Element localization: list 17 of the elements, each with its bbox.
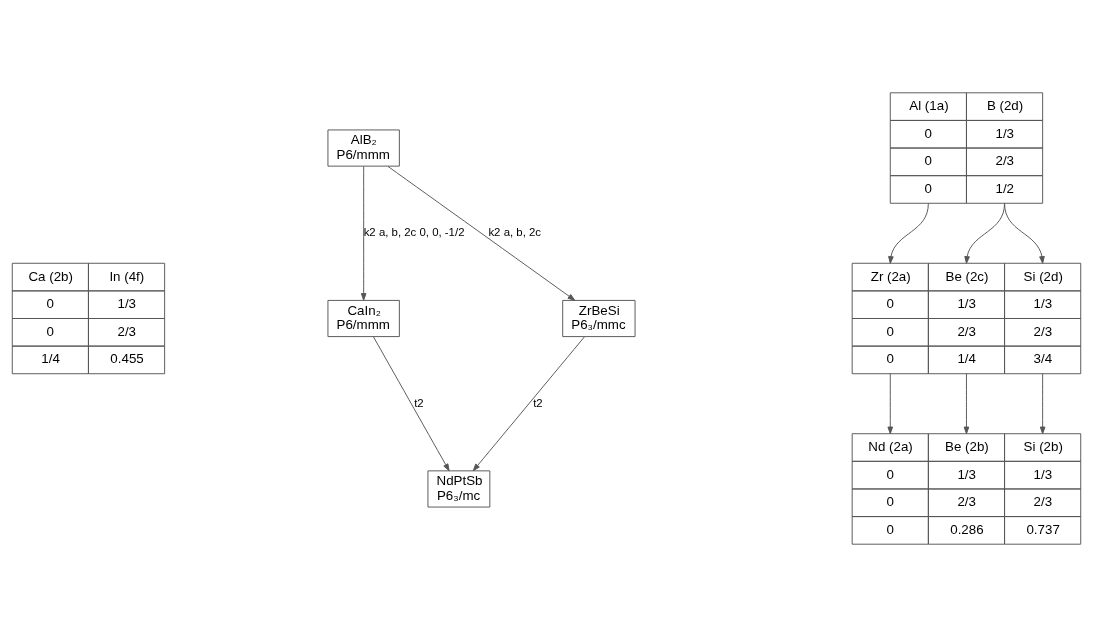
edge-label: t2 bbox=[414, 396, 424, 409]
node-box: ZrBeSi P6₃/mmc bbox=[562, 299, 636, 338]
edge-label: k2 a, b, 2c 0, 0, -1/2 bbox=[363, 226, 465, 239]
edge-label: k2 a, b, 2c bbox=[488, 226, 542, 239]
arrow bbox=[963, 373, 970, 435]
edge-label: t2 bbox=[533, 396, 543, 409]
arrow bbox=[387, 165, 576, 301]
node-box: CaIn₂ P6/mmm bbox=[327, 299, 400, 338]
node-box: NdPtSb P6₃/mc bbox=[427, 470, 491, 508]
node-box: AlB₂ P6/mmm bbox=[327, 129, 400, 167]
arrow bbox=[373, 336, 450, 472]
arrow bbox=[1039, 373, 1046, 435]
arrow bbox=[888, 202, 929, 264]
arrow bbox=[1004, 202, 1045, 264]
arrow bbox=[360, 165, 367, 301]
arrow bbox=[887, 373, 894, 435]
arrow bbox=[472, 336, 585, 472]
